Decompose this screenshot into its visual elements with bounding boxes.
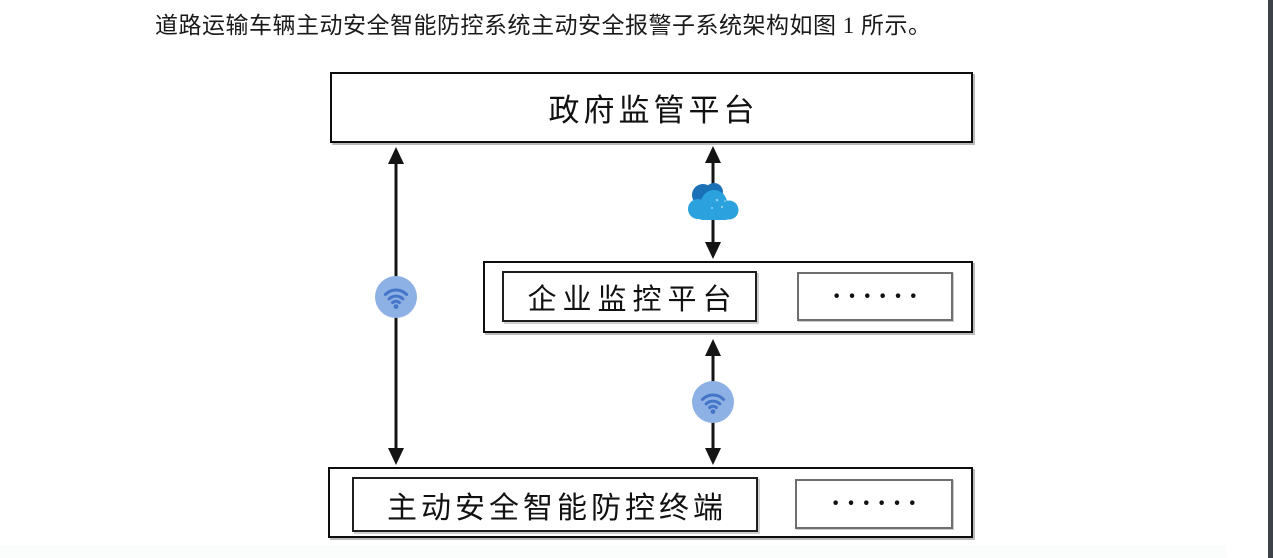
arrow-down-icon (705, 242, 721, 259)
node-terminal: 主动安全智能防控终端 (352, 477, 758, 532)
node-government-platform: 政府监管平台 (330, 72, 973, 143)
arrow-down-icon (388, 448, 404, 465)
terminal-label: 主动安全智能防控终端 (387, 491, 727, 525)
wifi-icon (692, 381, 734, 423)
cloud-network-icon (684, 180, 742, 226)
government-platform-label: 政府监管平台 (548, 93, 759, 128)
intro-paragraph: 道路运输车辆主动安全智能防控系统主动安全报警子系统架构如图 1 所示。 (155, 13, 932, 38)
arrow-down-icon (705, 448, 721, 465)
node-enterprise-ellipsis: ······ (797, 272, 953, 321)
link-government-terminal (374, 147, 418, 465)
ellipsis-label: ······ (831, 280, 925, 312)
link-government-enterprise (688, 146, 739, 259)
arrow-up-icon (388, 147, 404, 164)
wifi-icon (375, 276, 417, 318)
arrow-up-icon (705, 339, 721, 356)
enterprise-platform-label: 企业监控平台 (527, 283, 738, 316)
ellipsis-label: ······ (830, 488, 924, 519)
node-enterprise-platform: 企业监控平台 (502, 271, 757, 322)
node-enterprise-row: 企业监控平台 ······ (483, 261, 973, 333)
node-terminal-row: 主动安全智能防控终端 ······ (328, 467, 973, 538)
scrollbar[interactable] (1268, 0, 1273, 558)
page-bottom-edge (0, 545, 1226, 558)
link-enterprise-terminal (691, 339, 735, 465)
arrow-up-icon (705, 146, 721, 163)
node-terminal-ellipsis: ······ (795, 479, 953, 529)
